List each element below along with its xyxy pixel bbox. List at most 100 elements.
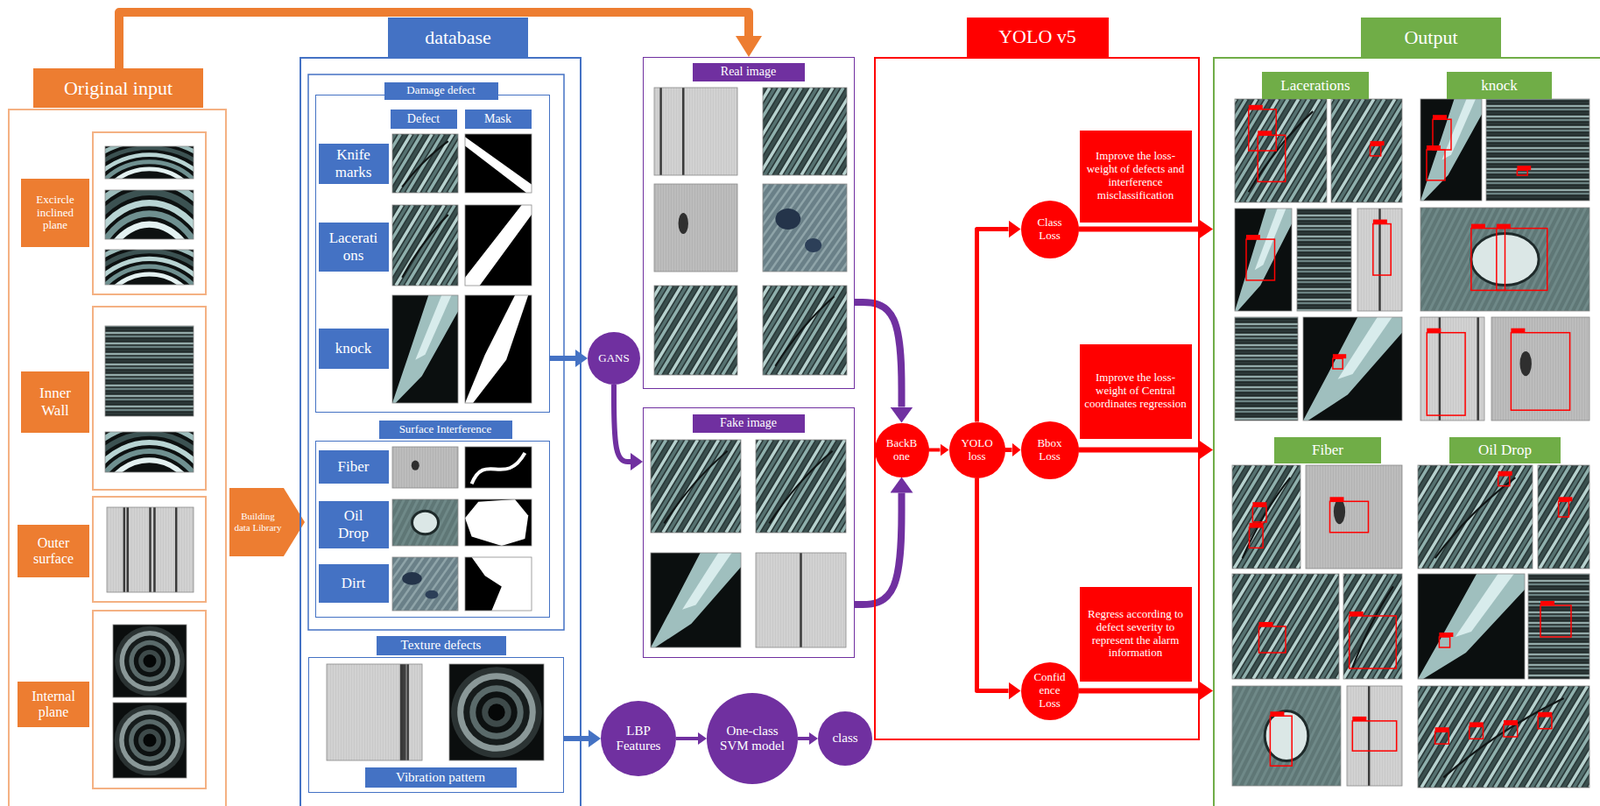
drawing-detail bbox=[1558, 496, 1573, 501]
drawing-detail bbox=[1528, 621, 1590, 625]
drawing-detail bbox=[683, 87, 684, 176]
drawing-detail bbox=[1395, 573, 1403, 679]
drawing-detail bbox=[776, 552, 778, 648]
drawing-detail bbox=[821, 552, 823, 648]
drawing-detail bbox=[175, 507, 178, 593]
drawing-detail bbox=[447, 446, 449, 488]
drawing-detail bbox=[105, 258, 194, 285]
drawing-detail bbox=[159, 507, 161, 593]
model-panel: YOLO v5BackB oneYOLO lossClass LossImpro… bbox=[874, 56, 1200, 741]
drawing-detail bbox=[1469, 721, 1484, 726]
drawing-detail bbox=[1392, 465, 1394, 569]
drawing-detail bbox=[392, 133, 459, 193]
drawing-detail bbox=[1281, 465, 1301, 569]
photo-thumbnail bbox=[465, 446, 532, 488]
drawing-detail bbox=[1331, 98, 1403, 203]
image-frame bbox=[92, 496, 206, 602]
drawing-detail bbox=[1486, 150, 1590, 154]
drawing-detail bbox=[1537, 711, 1552, 717]
drawing-detail bbox=[1242, 477, 1291, 558]
drawing-detail bbox=[1296, 239, 1352, 242]
drawing-detail bbox=[690, 183, 692, 272]
drawing-detail bbox=[1349, 615, 1397, 669]
drawing-detail bbox=[105, 342, 194, 346]
arrow-shape bbox=[229, 487, 305, 557]
heading-tab: Surface Interference bbox=[379, 420, 513, 439]
drawing-detail bbox=[701, 183, 703, 272]
drawing-detail bbox=[1426, 332, 1466, 416]
drawing-detail bbox=[1417, 573, 1525, 679]
class-label: Knife marks bbox=[318, 143, 389, 184]
drawing-detail bbox=[326, 663, 423, 761]
image-frame bbox=[308, 74, 564, 630]
drawing-detail bbox=[824, 183, 847, 272]
drawing-detail bbox=[727, 285, 738, 375]
drawing-detail bbox=[706, 87, 708, 176]
drawing-detail bbox=[792, 552, 794, 648]
drawing-detail bbox=[347, 663, 349, 761]
drawing-detail bbox=[105, 146, 194, 179]
connector-arrow bbox=[929, 448, 941, 452]
drawing-detail bbox=[1475, 317, 1477, 421]
drawing-detail bbox=[1315, 98, 1327, 203]
drawing-detail bbox=[1528, 639, 1590, 642]
drawing-detail bbox=[1357, 208, 1403, 311]
drawing-detail bbox=[1234, 208, 1292, 311]
drawing-detail bbox=[1321, 685, 1341, 786]
drawing-detail bbox=[1528, 600, 1590, 604]
drawing-detail bbox=[392, 499, 459, 546]
photo-thumbnail bbox=[1305, 465, 1403, 569]
drawing-detail bbox=[714, 87, 716, 176]
connector-arrow bbox=[549, 355, 576, 361]
drawing-detail bbox=[1540, 605, 1572, 637]
drawing-detail bbox=[730, 87, 732, 176]
drawing-detail bbox=[105, 251, 194, 285]
drawing-detail bbox=[1232, 573, 1340, 679]
drawing-detail bbox=[1296, 246, 1352, 249]
photo-thumbnail bbox=[392, 295, 459, 403]
drawing-detail bbox=[1585, 317, 1587, 421]
drawing-detail bbox=[465, 204, 532, 286]
drawing-detail bbox=[392, 446, 459, 488]
drawing-detail bbox=[795, 552, 797, 648]
drawing-detail bbox=[1365, 208, 1367, 311]
drawing-detail bbox=[688, 183, 690, 272]
drawing-detail bbox=[105, 433, 194, 473]
drawing-detail bbox=[1259, 626, 1287, 653]
drawing-detail bbox=[1349, 685, 1351, 786]
image-panel: Fake image bbox=[642, 407, 855, 658]
photo-thumbnail bbox=[1357, 208, 1403, 311]
drawing-detail bbox=[190, 507, 192, 593]
drawing-detail bbox=[782, 552, 783, 648]
drawing-detail bbox=[1528, 646, 1590, 649]
drawing-detail bbox=[717, 183, 719, 272]
drawing-detail bbox=[1246, 234, 1261, 240]
drawing-detail bbox=[1417, 573, 1525, 679]
drawing-detail bbox=[112, 702, 187, 778]
drawing-detail bbox=[481, 697, 511, 726]
drawing-detail bbox=[465, 295, 532, 403]
drawing-detail bbox=[1291, 465, 1301, 569]
drawing-detail bbox=[130, 507, 132, 593]
drawing-detail bbox=[392, 295, 459, 403]
loss-circle: Class Loss bbox=[1021, 200, 1079, 259]
drawing-detail bbox=[105, 384, 194, 388]
drawing-detail bbox=[105, 431, 194, 473]
photo-thumbnail bbox=[675, 87, 986, 176]
drawing-detail bbox=[126, 507, 130, 593]
label-text: Regress according to defect severity to … bbox=[1082, 607, 1190, 661]
drawing-detail bbox=[1486, 178, 1590, 182]
drawing-detail bbox=[1234, 98, 1327, 203]
drawing-detail bbox=[363, 663, 365, 761]
drawing-detail bbox=[696, 183, 698, 272]
drawing-detail bbox=[1528, 573, 1590, 679]
drawing-detail bbox=[465, 556, 532, 611]
drawing-detail bbox=[105, 162, 194, 179]
drawing-detail bbox=[1496, 228, 1548, 291]
drawing-detail bbox=[762, 183, 847, 272]
drawing-detail bbox=[1326, 465, 1328, 569]
drawing-detail bbox=[1540, 600, 1555, 606]
drawing-detail bbox=[659, 183, 661, 272]
label-text: BackB one bbox=[882, 437, 922, 464]
drawing-detail bbox=[1391, 685, 1393, 786]
